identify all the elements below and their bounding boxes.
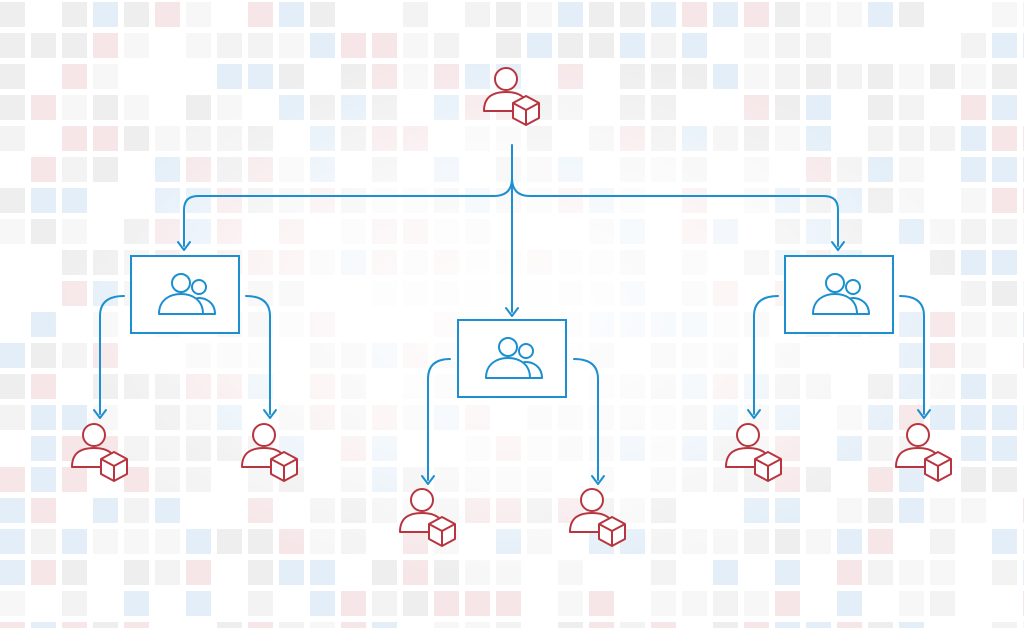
leaf-user-4-icon bbox=[569, 488, 626, 547]
arrowhead-group-right bbox=[831, 241, 845, 251]
user-group-icon bbox=[158, 273, 216, 315]
connector-group-center-to-leaf-3 bbox=[427, 358, 451, 481]
arrowhead-leaf-2 bbox=[263, 409, 277, 419]
leaf-user-2-icon bbox=[241, 423, 298, 482]
group-right-box bbox=[784, 255, 894, 334]
connector-group-left-to-leaf-2 bbox=[245, 295, 271, 415]
arrowhead-leaf-4 bbox=[591, 475, 605, 485]
user-group-icon bbox=[485, 337, 543, 379]
arrowhead-group-center bbox=[505, 307, 519, 317]
leaf-user-1-icon bbox=[71, 423, 128, 482]
connector-group-right-to-leaf-6 bbox=[899, 295, 925, 415]
leaf-user-5-icon bbox=[725, 423, 782, 482]
arrowhead-leaf-1 bbox=[93, 409, 107, 419]
connector-group-left-to-leaf-1 bbox=[99, 295, 125, 415]
connector-group-center-to-leaf-4 bbox=[573, 358, 599, 481]
arrowhead-leaf-6 bbox=[917, 409, 931, 419]
leaf-user-3-icon bbox=[399, 488, 456, 547]
connector-root-to-group-right bbox=[511, 177, 839, 247]
group-center-box bbox=[457, 319, 567, 398]
user-group-icon bbox=[812, 273, 870, 315]
arrowhead-leaf-3 bbox=[421, 475, 435, 485]
leaf-user-6-icon bbox=[895, 423, 952, 482]
connector-group-right-to-leaf-5 bbox=[753, 295, 779, 415]
arrowhead-leaf-5 bbox=[747, 409, 761, 419]
arrowhead-group-left bbox=[177, 241, 191, 251]
root-user-icon bbox=[483, 67, 540, 126]
group-left-box bbox=[130, 255, 240, 334]
connector-root-to-group-left bbox=[183, 177, 513, 247]
